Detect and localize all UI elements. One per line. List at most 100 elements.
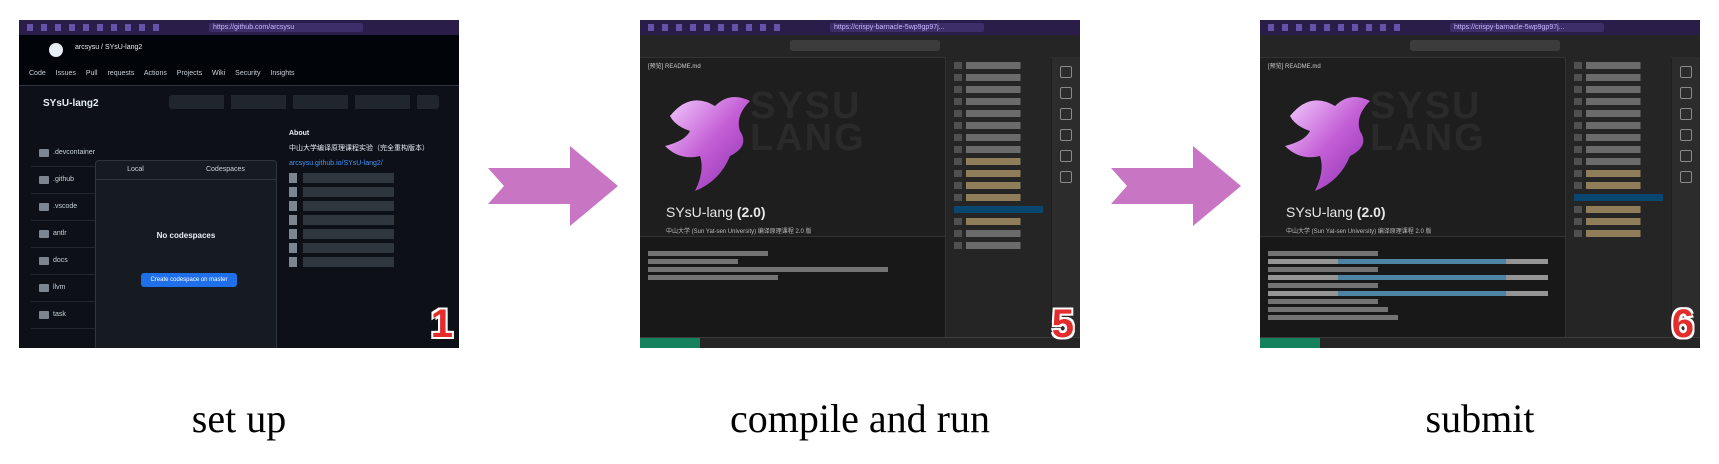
terminal-panel — [1260, 236, 1565, 339]
sidebar-line — [954, 122, 1043, 129]
github-logo-icon — [49, 43, 63, 57]
address-bar: https://github.com/arcsysu — [209, 23, 363, 32]
sidebar-line — [1574, 74, 1663, 81]
sidebar-line-selected — [954, 206, 1043, 213]
status-bar — [1260, 337, 1700, 348]
terminal-line — [1268, 315, 1398, 320]
sidebar-line — [954, 146, 1043, 153]
step-badge: 5 — [1051, 302, 1074, 346]
sidebar-line — [1574, 134, 1663, 141]
vscode-titlebar — [1260, 35, 1700, 58]
arrow-right-icon — [1111, 146, 1241, 226]
about-meta-line — [289, 201, 439, 211]
browser-toolbar: https://github.com/arcsysu — [19, 20, 459, 35]
cmake-sidebar — [945, 57, 1051, 347]
address-bar: https://crispy-barnacle-5wp9gp97j... — [1450, 23, 1604, 32]
readme-title-version: (2.0) — [1356, 204, 1386, 220]
terminal-line — [1268, 259, 1548, 264]
address-bar: https://crispy-barnacle-5wp9gp97j... — [830, 23, 984, 32]
sysu-watermark: SYSU LANG — [750, 85, 866, 159]
activity-bar — [1672, 57, 1700, 347]
terminal-line — [1268, 267, 1378, 272]
sidebar-line — [1574, 146, 1663, 153]
terminal-line — [1268, 275, 1548, 280]
remote-indicator — [640, 338, 700, 348]
terminal-line — [1268, 299, 1378, 304]
caption-compile: compile and run — [730, 396, 990, 441]
sidebar-line — [954, 170, 1043, 177]
sidebar-line — [1574, 158, 1663, 165]
terminal-line — [648, 251, 768, 256]
remote-indicator — [1260, 338, 1320, 348]
activity-icon — [1060, 129, 1072, 141]
activity-icon — [1680, 87, 1692, 99]
about-meta-line — [289, 187, 439, 197]
sidebar-line — [1574, 206, 1663, 213]
caption-setup: set up — [191, 396, 287, 441]
sidebar-line — [1574, 110, 1663, 117]
github-header: arcsysu / SYsU-lang2 Code Issues Pull re… — [19, 35, 459, 86]
sidebar-line — [1574, 218, 1663, 225]
about-title: About — [289, 130, 310, 137]
about-meta-line — [289, 257, 439, 267]
browser-toolbar-icons — [648, 24, 788, 31]
about-meta-line — [289, 173, 439, 183]
about-link: arcsysu.github.io/SYsU-lang2/ — [289, 160, 383, 167]
activity-icon — [1680, 150, 1692, 162]
about-sidebar: About 中山大学编译原理课程实验（完全重构版本） arcsysu.githu… — [289, 130, 439, 271]
create-codespace-button: Create codespace on master — [141, 273, 237, 287]
sidebar-line — [954, 110, 1043, 117]
editor-tab: [预览] README.md — [1264, 60, 1348, 74]
sidebar-line — [954, 74, 1043, 81]
activity-icon — [1680, 171, 1692, 183]
readme-preview: SYSU LANG SYsU-lang (2.0) 中山大学 (Sun Yat-… — [1260, 76, 1560, 236]
sidebar-line — [954, 62, 1043, 69]
browser-toolbar: https://crispy-barnacle-5wp9gp97j... — [1260, 20, 1700, 35]
popup-tab-local: Local — [127, 166, 144, 173]
about-meta-line — [289, 215, 439, 225]
command-center — [790, 40, 940, 51]
codespaces-popup: Local Codespaces No codespaces Create co… — [95, 160, 277, 348]
repo-name: SYsU-lang2 — [43, 98, 99, 109]
terminal-line — [648, 259, 738, 264]
step-badge: 6 — [1671, 302, 1694, 346]
readme-title: SYsU-lang (2.0) — [1286, 204, 1386, 220]
terminal-line — [1268, 307, 1388, 312]
about-description: 中山大学编译原理课程实验（完全重构版本） — [289, 145, 429, 152]
vscode-titlebar — [640, 35, 1080, 58]
sidebar-line — [1574, 170, 1663, 177]
readme-title-text: SYsU-lang — [666, 204, 737, 220]
activity-icon — [1060, 150, 1072, 162]
sidebar-line — [1574, 86, 1663, 93]
no-codespaces-heading: No codespaces — [156, 231, 216, 240]
repo-breadcrumb: arcsysu / SYsU-lang2 — [75, 44, 143, 51]
terminal-line — [648, 275, 778, 280]
activity-bar — [1052, 57, 1080, 347]
sidebar-line — [954, 194, 1043, 201]
repo-tabs: Code Issues Pull requests Actions Projec… — [29, 70, 295, 77]
activity-icon — [1680, 108, 1692, 120]
sidebar-line — [1574, 182, 1663, 189]
browser-toolbar: https://crispy-barnacle-5wp9gp97j... — [640, 20, 1080, 35]
repo-action-buttons — [169, 95, 439, 109]
sidebar-line — [954, 218, 1043, 225]
step-badge: 1 — [430, 302, 453, 346]
caption-submit: submit — [1425, 396, 1535, 441]
activity-icon — [1680, 66, 1692, 78]
popup-tabs: Local Codespaces — [96, 161, 276, 180]
terminal-line — [1268, 291, 1548, 296]
activity-icon — [1680, 129, 1692, 141]
terminal-line — [1268, 251, 1378, 256]
sysu-watermark: SYSU LANG — [1370, 85, 1486, 159]
sidebar-line — [1574, 98, 1663, 105]
terminal-line — [1268, 283, 1378, 288]
sidebar-line — [954, 98, 1043, 105]
sidebar-line — [954, 230, 1043, 237]
about-meta-line — [289, 243, 439, 253]
readme-subtitle: 中山大学 (Sun Yat-sen University) 编译原理课程 2.0… — [1286, 229, 1432, 235]
sidebar-line — [954, 86, 1043, 93]
cmake-sidebar — [1565, 57, 1671, 347]
about-meta-line — [289, 229, 439, 239]
sidebar-line — [1574, 62, 1663, 69]
readme-title-version: (2.0) — [736, 204, 766, 220]
